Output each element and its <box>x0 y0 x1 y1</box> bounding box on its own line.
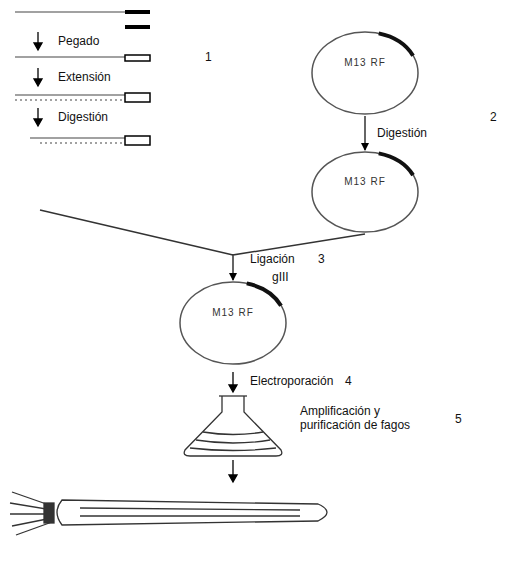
step-number: 5 <box>455 412 462 426</box>
plasmid-circle: M13 RF <box>310 30 420 116</box>
step-label: Amplificación y purificación de fagos <box>300 404 435 432</box>
plasmid-circle: M13 RF <box>178 280 288 366</box>
step-label: Digestión <box>58 110 108 124</box>
step-label: Ligación <box>250 252 295 266</box>
step-label: Extensión <box>58 70 111 84</box>
step-label: Electroporación <box>250 374 333 388</box>
plasmid-name: M13 RF <box>212 307 254 318</box>
plasmid-name: M13 RF <box>344 176 386 187</box>
process-arrow <box>364 116 366 150</box>
step-label: Pegado <box>58 34 99 48</box>
arrow-label: Digestión <box>375 126 429 140</box>
process-arrow <box>233 234 365 280</box>
plasmid-outline <box>310 150 420 234</box>
step-number: 1 <box>205 50 212 64</box>
plasmid-outline <box>178 280 288 366</box>
step-number: 3 <box>318 252 325 266</box>
plasmid-name: M13 RF <box>344 57 386 68</box>
plasmid-outline <box>310 30 420 116</box>
step-number: 2 <box>490 110 497 124</box>
step-number: 4 <box>345 374 352 388</box>
step-label: gIII <box>272 270 289 284</box>
plasmid-circle: M13 RF <box>310 150 420 234</box>
